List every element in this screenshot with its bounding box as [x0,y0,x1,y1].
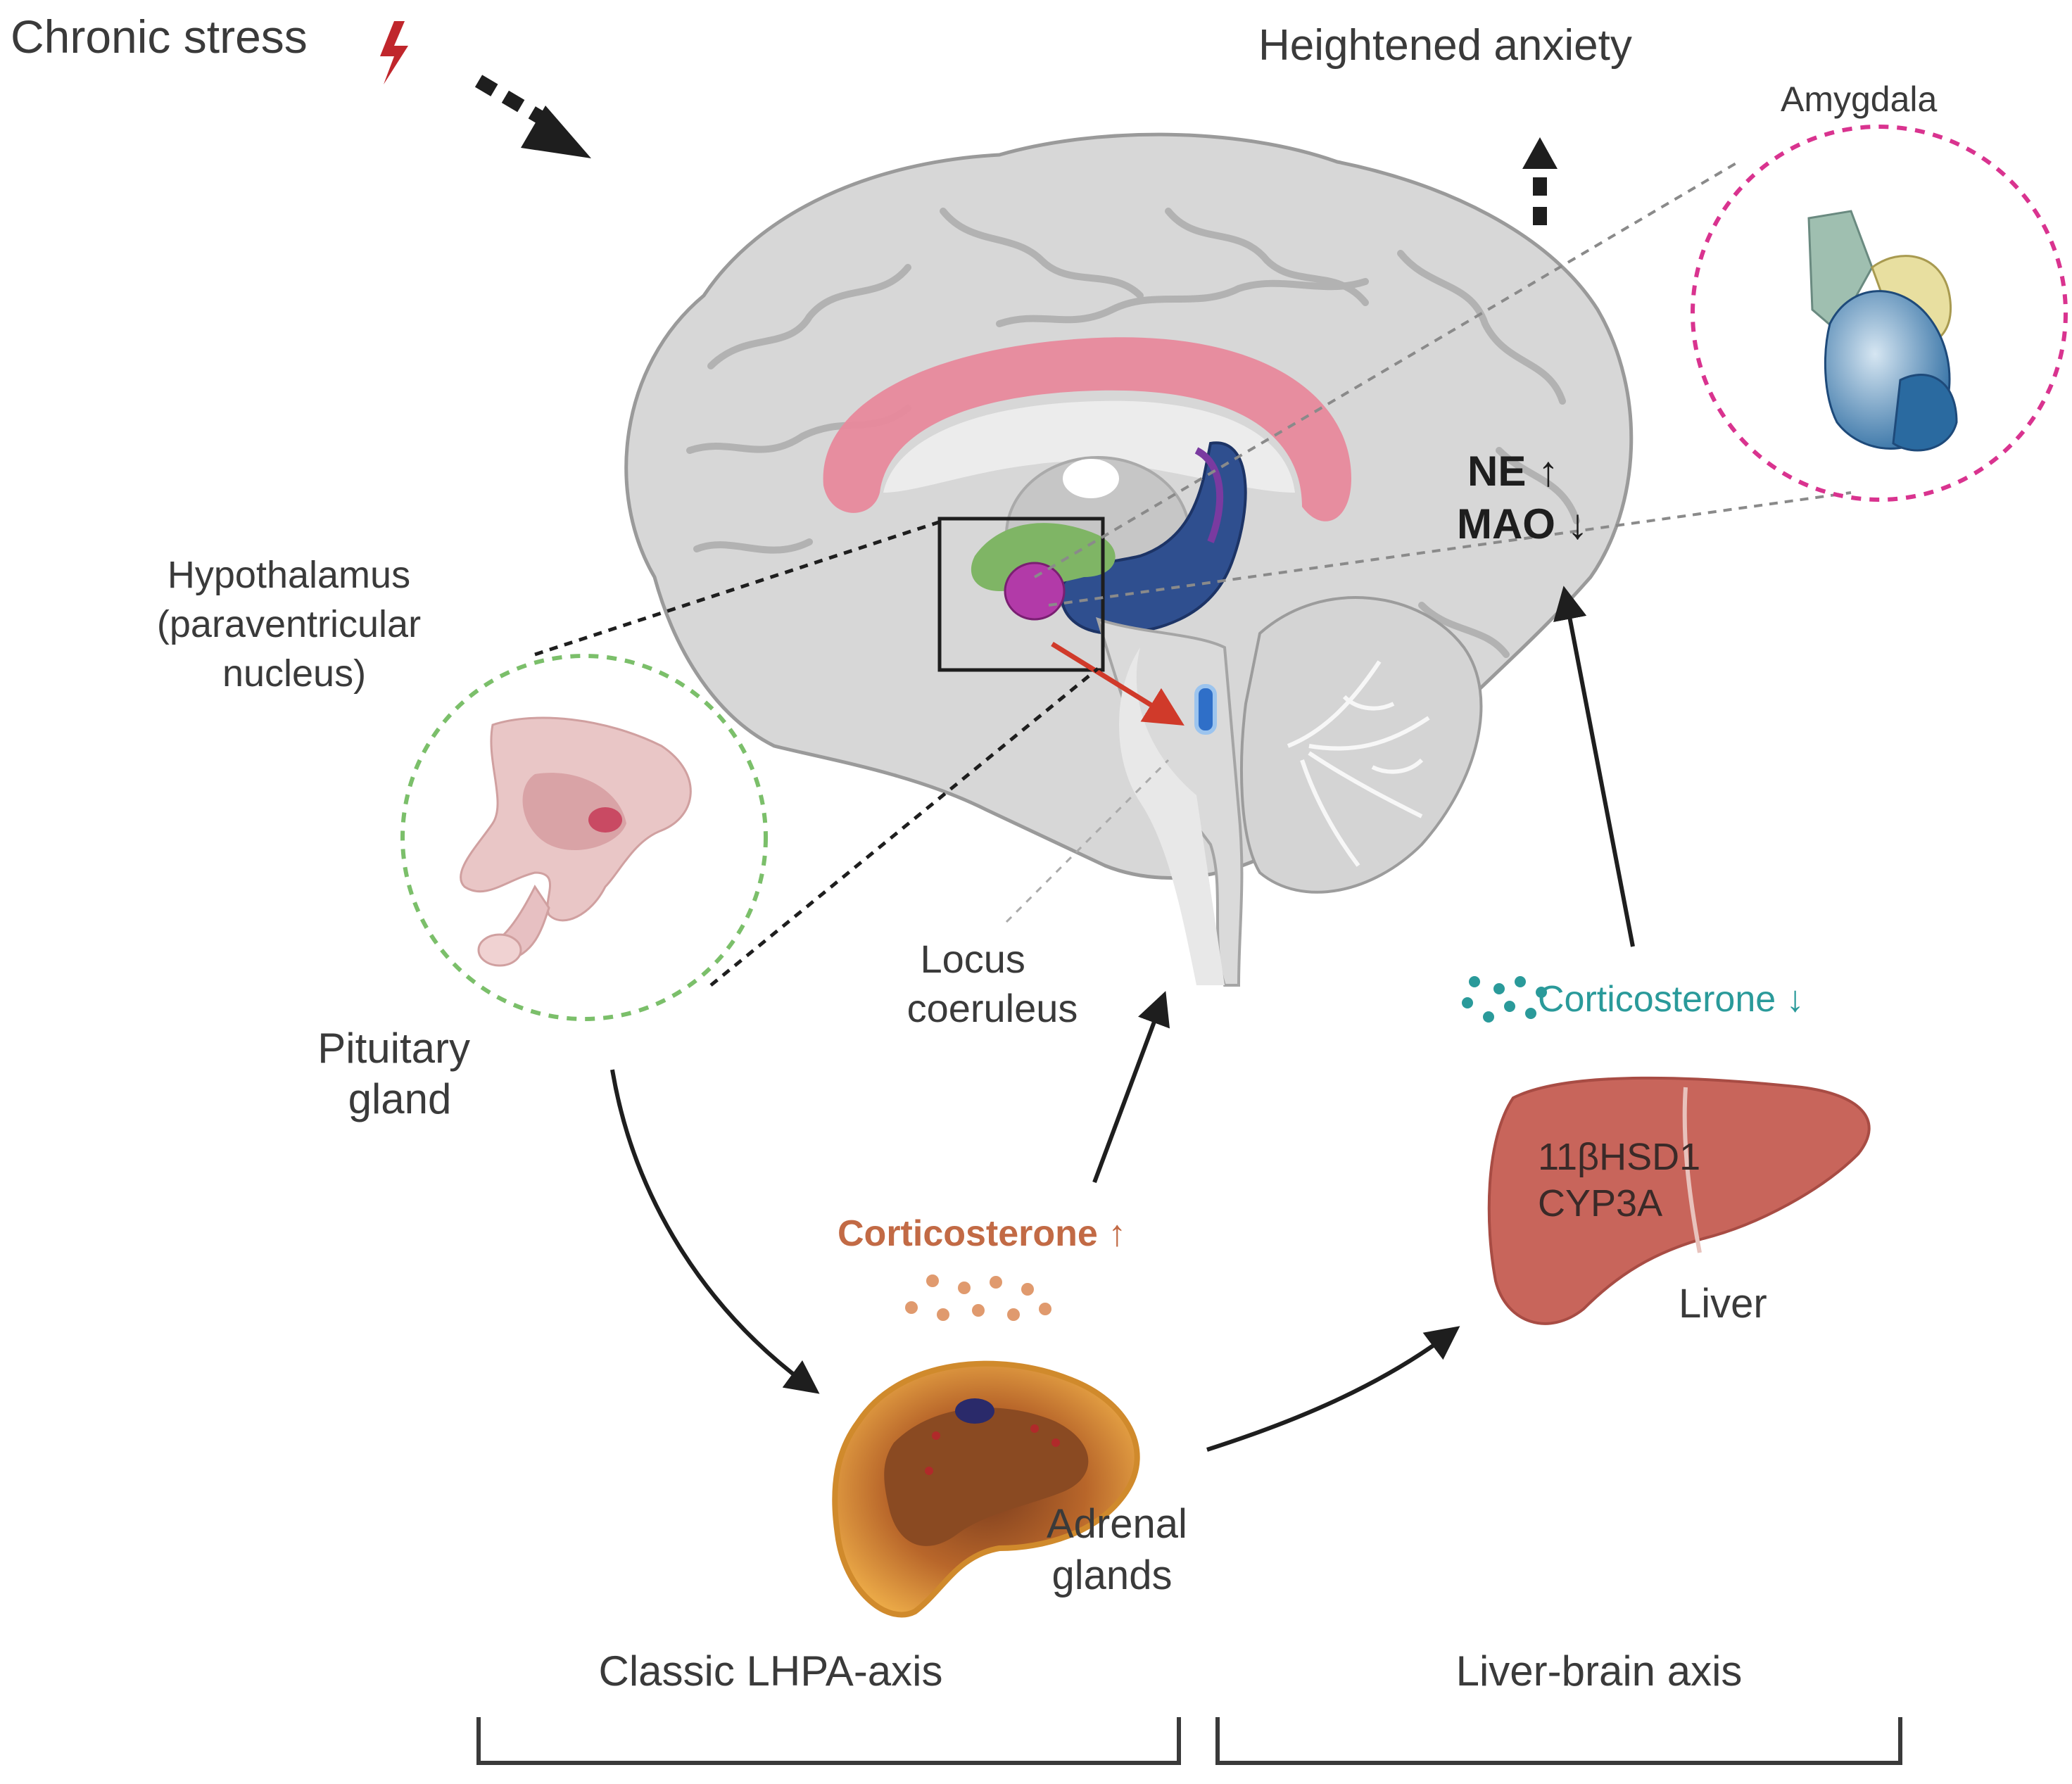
lateral-ventricle [883,400,1295,493]
adrenal-vessel [955,1398,994,1424]
cort-up-dots [905,1274,1051,1321]
third-ventricle [1063,459,1119,498]
liver-ligament [1682,1087,1702,1253]
stress-dashed-arrow [474,75,591,158]
liver-brain-axis-bracket [1215,1717,1902,1765]
amygdala-inset-ring [1691,125,2068,502]
locus-leader-line [1005,759,1170,923]
hippocampus [1060,441,1247,635]
adrenal-label-line2: glands [1052,1552,1173,1598]
adrenal-label: Adrenal glands [1047,1501,1199,1598]
anxiety-dashed-arrow [1522,137,1558,225]
classic-axis-bracket [476,1717,1181,1765]
brain-illustration [624,132,1634,987]
cort-down-label: Corticosterone ↓ [1538,979,1805,1020]
locus-label-line2: coeruleus [907,986,1078,1030]
locus-coeruleus-marker [1194,684,1217,735]
pituitary-label-line2: gland [348,1075,452,1122]
pathway-arrows [610,586,1635,1452]
amygdala-zoom-lines [1033,160,1852,607]
liver-illustration [1487,1076,1871,1325]
classic-axis-label: Classic LHPA-axis [599,1647,943,1695]
cort-down-dots [1462,976,1547,1023]
adrenal-label-line1: Adrenal [1047,1501,1187,1547]
arrow-pituitary-to-adrenal [610,1069,820,1394]
lightning-bolt-icon [380,21,408,84]
chronic-stress-label: Chronic stress [11,11,308,63]
hypothalamus-label-line1: Hypothalamus [168,554,410,596]
pons [1119,647,1225,985]
hypothalamus-label-line3: nucleus) [222,652,366,695]
hypothalamus-zoom-lines [534,519,1099,987]
arrow-adrenal-to-locus [1092,991,1170,1184]
amygdala-region [1004,562,1066,621]
fornix [1194,447,1224,543]
hypothalamus-region [971,523,1116,591]
heightened-anxiety-label: Heightened anxiety [1258,21,1632,70]
mao-label: MAO ↓ [1457,500,1588,548]
arrow-liver-to-brain [1553,586,1635,947]
hypothalamus-pituitary-illustration [460,716,692,967]
hypothalamus-label-line2: (paraventricular [157,603,421,645]
liver-brain-axis-label: Liver-brain axis [1456,1647,1743,1695]
red-arrow-to-locus [1051,642,1185,726]
locus-coeruleus-label: Locus coeruleus [907,937,1078,1030]
arrow-adrenal-to-liver [1206,1326,1460,1452]
adrenal-dots [925,1424,1060,1475]
corpus-callosum [823,337,1351,521]
locus-label-line1: Locus [921,937,1025,981]
amygdala-nuclei-illustration [1807,210,1958,452]
pituitary-label-line1: Pituitary [317,1025,470,1072]
amygdala-label: Amygdala [1781,80,1938,119]
liver-label: Liver [1679,1281,1767,1327]
hypothalamus-focus-box [937,517,1105,672]
hypothalamus-label: Hypothalamus (paraventricular nucleus) [157,554,431,695]
ne-label: NE ↑ [1467,448,1559,495]
cort-up-label: Corticosterone ↑ [838,1213,1126,1254]
enzyme-label: 11βHSD1 CYP3A [1538,1136,1711,1225]
pituitary-label: Pituitary gland [317,1025,481,1122]
enzyme-label-line1: 11βHSD1 [1538,1136,1700,1178]
hypothalamus-inset-ring [400,654,768,1021]
enzyme-label-line2: CYP3A [1538,1182,1662,1225]
arbor-vitae [1287,660,1430,867]
